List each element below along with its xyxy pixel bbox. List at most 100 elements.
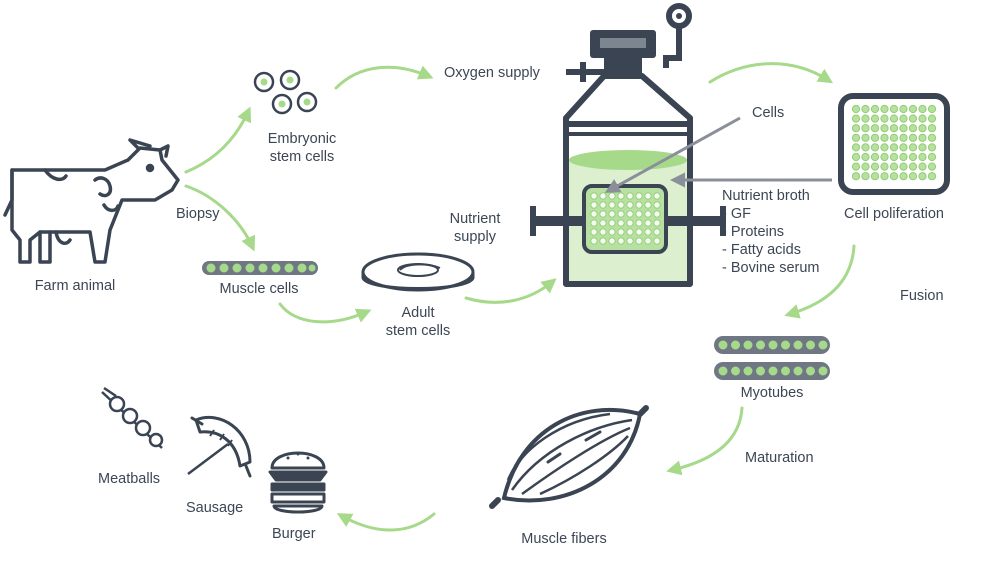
embryonic-stem-cells-label: Embryonic stem cells — [250, 130, 354, 166]
cells-label: Cells — [752, 105, 785, 121]
fusion-label: Fusion — [900, 288, 944, 304]
myotube-nucleus — [767, 339, 779, 351]
grid-cell — [918, 152, 927, 162]
broth-line-2: - GF — [722, 206, 751, 222]
scaffold-cell — [653, 219, 661, 227]
bioreactor-icon — [530, 3, 726, 287]
grid-cell — [880, 133, 889, 142]
scaffold-cell — [635, 237, 643, 245]
grid-cell — [861, 124, 870, 133]
scaffold-cell — [626, 219, 634, 227]
scaffold-cell — [599, 201, 607, 209]
muscle-cells-label: Muscle cells — [219, 281, 299, 297]
grid-cell — [861, 152, 870, 162]
myotube-nucleus — [792, 365, 804, 377]
grid-cell — [899, 143, 908, 152]
grid-cell — [880, 104, 889, 114]
arrow-muscle-to-adult — [278, 302, 372, 324]
scaffold-cell — [644, 219, 652, 227]
grid-cell — [851, 124, 861, 133]
broth-line-4: - Fatty acids — [722, 242, 801, 258]
grid-cell — [908, 152, 918, 162]
nutrient-supply-line-2: supply — [454, 229, 496, 245]
myotube-nucleus — [805, 365, 816, 377]
scaffold-cell — [653, 237, 661, 245]
scaffold-cell — [608, 210, 616, 218]
myotube-nucleus — [817, 339, 829, 351]
scaffold-cell — [653, 192, 661, 200]
grid-cell — [899, 104, 908, 114]
arrow-cow-to-embryonic — [184, 106, 252, 174]
scaffold-cell — [653, 228, 661, 236]
grid-cell — [851, 133, 861, 142]
arrow-reactor-to-proliferation — [708, 62, 834, 84]
meatballs-label: Meatballs — [98, 471, 161, 487]
grid-cell — [889, 152, 899, 162]
grid-cell — [880, 152, 889, 162]
scaffold-cell — [644, 237, 652, 245]
grid-cell — [899, 114, 908, 123]
scaffold-cell — [599, 219, 607, 227]
proliferation-grid-icon — [838, 93, 950, 195]
biopsy-label: Biopsy — [176, 206, 220, 222]
scaffold-cell — [644, 192, 652, 200]
grid-cell — [880, 143, 889, 152]
grid-cell — [889, 172, 899, 181]
burger-label: Burger — [272, 526, 316, 542]
grid-cell — [918, 162, 927, 171]
scaffold-cell — [608, 192, 616, 200]
grid-cell — [861, 162, 870, 171]
grid-cell — [908, 162, 918, 171]
grid-cell — [861, 133, 870, 142]
arrow-embryonic-to-oxygen — [334, 65, 434, 90]
muscle-fiber-icon — [489, 405, 649, 509]
scaffold-cell — [590, 228, 598, 236]
scaffold-cell — [653, 210, 661, 218]
grid-cell — [880, 114, 889, 123]
scaffold-cell — [590, 192, 598, 200]
farm-animal-label: Farm animal — [34, 278, 116, 294]
myotube-nucleus — [755, 365, 766, 377]
pointer-lines — [604, 116, 832, 193]
scaffold-cell — [635, 219, 643, 227]
scaffold-cell — [644, 228, 652, 236]
scaffold-cell — [617, 228, 625, 236]
myotube-nucleus — [805, 339, 816, 351]
scaffold-cell — [626, 201, 634, 209]
grid-cell — [899, 133, 908, 142]
scaffold-cell — [617, 192, 625, 200]
scaffold-cell — [617, 201, 625, 209]
scaffold-cell — [608, 201, 616, 209]
nutrient-broth-label: Nutrient broth - GF - Proteins - Fatty a… — [722, 187, 820, 277]
scaffold-cell — [608, 228, 616, 236]
grid-cell — [870, 143, 880, 152]
grid-cell — [927, 133, 937, 142]
grid-cell — [927, 104, 937, 114]
muscle-cells-icon — [202, 261, 318, 275]
petri-dish-icon — [361, 252, 475, 292]
myotube-nucleus — [730, 365, 741, 377]
broth-line-5: - Bovine serum — [722, 260, 820, 276]
grid-cell — [880, 124, 889, 133]
scaffold-cell — [590, 219, 598, 227]
grid-cell — [927, 162, 937, 171]
myotube-nucleus — [717, 339, 729, 351]
grid-cell — [918, 172, 927, 181]
arrow-fibers-to-products — [336, 512, 436, 532]
grid-cell — [851, 114, 861, 123]
myotube-nucleus — [755, 339, 766, 351]
grid-cell — [927, 152, 937, 162]
scaffold-cell — [644, 201, 652, 209]
adult-line-2: stem cells — [385, 323, 451, 339]
scaffold-cell — [590, 201, 598, 209]
myotube-nucleus — [817, 365, 829, 377]
scaffold-cell — [644, 210, 652, 218]
grid-cell — [870, 124, 880, 133]
grid-cell — [851, 104, 861, 114]
arrow-proliferation-to-myotubes — [784, 244, 856, 319]
grid-cell — [899, 124, 908, 133]
myotube-nucleus — [767, 365, 779, 377]
grid-cell — [861, 104, 870, 114]
nutrient-supply-line-1: Nutrient — [449, 211, 501, 227]
